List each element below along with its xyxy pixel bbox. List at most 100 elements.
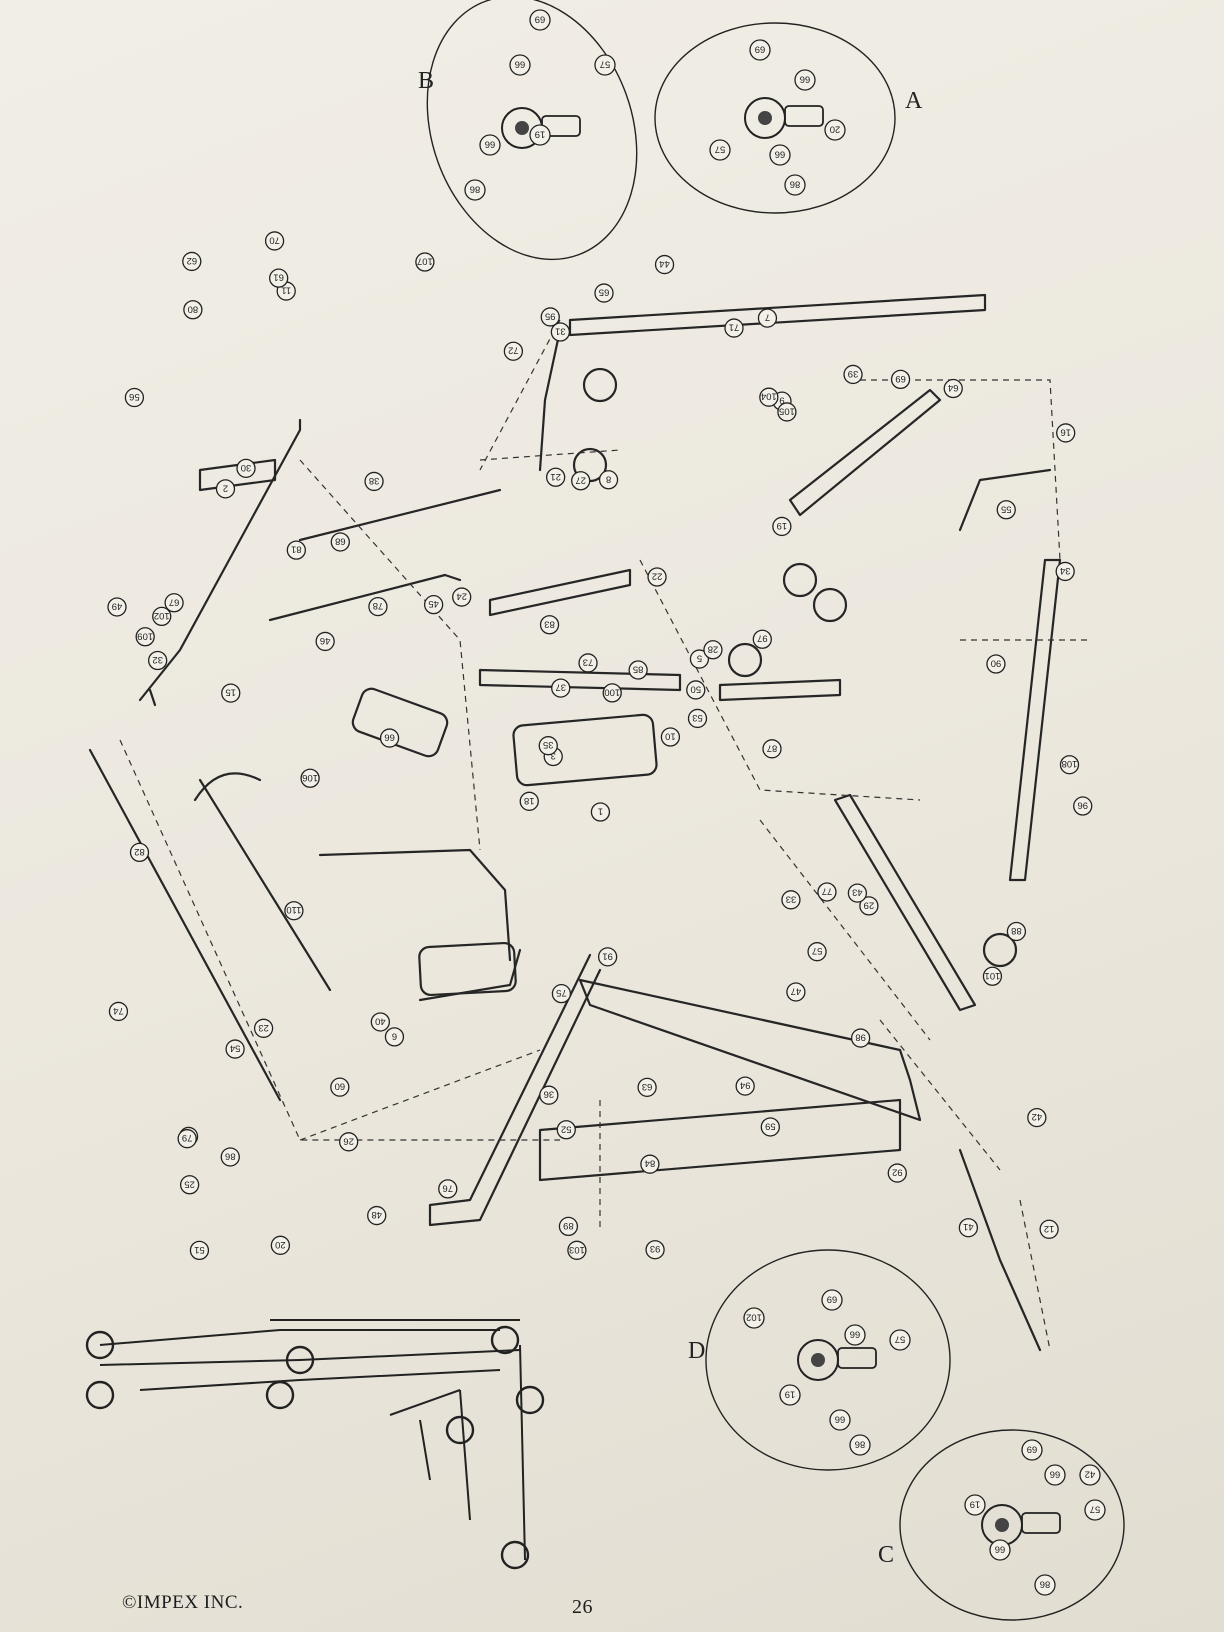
part-callout: 41	[958, 1218, 979, 1238]
part-callout: 107	[415, 252, 435, 272]
callout-circle	[415, 252, 435, 272]
part-callout: 84	[640, 1154, 660, 1174]
part-callout: 88	[1006, 921, 1027, 942]
callout-number: 45	[428, 598, 439, 609]
callout-circle	[1034, 1574, 1056, 1596]
callout-circle	[164, 593, 184, 613]
callout-circle	[628, 660, 648, 680]
callout-number: 98	[855, 1032, 866, 1043]
part-callout: 87	[762, 739, 782, 759]
part-callout: 47	[786, 982, 806, 1002]
callout-circle	[452, 587, 472, 607]
callout-number: 57	[600, 59, 611, 70]
part-callout: 21	[546, 467, 566, 487]
part-callout: 109	[135, 627, 155, 647]
callout-number: 69	[827, 1294, 838, 1305]
pulley-bracket	[837, 1347, 877, 1369]
callout-circle	[221, 683, 241, 703]
callout-circle	[996, 500, 1016, 520]
callout-number: 66	[835, 1414, 846, 1425]
pulley-wheel	[582, 367, 618, 403]
callout-circle	[724, 318, 744, 338]
callout-circle	[464, 179, 486, 201]
frame-tube	[268, 573, 462, 622]
part-callout: 12	[1039, 1219, 1059, 1239]
callout-circle	[686, 680, 706, 700]
callout-number: 3	[551, 750, 556, 761]
callout-circle	[781, 890, 801, 910]
callout-number: 87	[767, 742, 778, 753]
callout-circle	[786, 982, 806, 1002]
callout-circle	[777, 402, 797, 422]
callout-circle	[479, 134, 501, 156]
part-callout: 85	[628, 660, 648, 680]
part-callout: 71	[724, 318, 744, 338]
callout-number: 25	[184, 1178, 195, 1189]
callout-circle	[769, 144, 791, 166]
guide-line	[299, 1049, 541, 1141]
callout-circle	[550, 322, 571, 342]
callout-number: 100	[604, 686, 620, 697]
frame-tube	[488, 568, 632, 617]
callout-number: 92	[892, 1167, 903, 1178]
callout-number: 23	[258, 1022, 269, 1033]
part-callout: 101	[982, 966, 1003, 986]
callout-circle	[558, 1216, 579, 1237]
part-callout: 80	[183, 300, 203, 320]
callout-number: 7	[765, 312, 770, 323]
frame-tube	[428, 953, 602, 1227]
callout-number: 57	[895, 1334, 906, 1345]
callout-number: 106	[302, 772, 318, 783]
callout-number: 37	[555, 682, 566, 693]
detail-callout-a: 20	[824, 119, 846, 141]
callout-circle	[1056, 423, 1076, 443]
part-callout: 108	[1059, 755, 1080, 775]
callout-circle	[889, 1329, 911, 1351]
callout-circle	[571, 471, 591, 491]
callout-circle	[540, 307, 560, 327]
callout-number: 66	[485, 139, 496, 150]
callout-number: 86	[225, 1150, 236, 1161]
detail-callout-b: 66	[479, 134, 501, 156]
callout-circle	[152, 606, 172, 627]
callout-number: 1	[598, 806, 603, 817]
callout-circle	[368, 596, 388, 617]
callout-number: 60	[335, 1081, 346, 1092]
callout-circle	[370, 1012, 391, 1032]
callout-circle	[529, 124, 551, 146]
callout-number: 38	[369, 475, 380, 486]
callout-circle	[598, 470, 619, 490]
callout-number: 86	[855, 1439, 866, 1450]
part-callout: 18	[519, 791, 539, 811]
callout-number: 34	[1060, 565, 1071, 576]
detail-callout-c: 19	[964, 1494, 986, 1516]
callout-number: 75	[556, 987, 567, 998]
callout-circle	[772, 516, 792, 537]
callout-number: 32	[152, 654, 163, 665]
detail-callout-d: 57	[889, 1329, 911, 1351]
callout-circle	[890, 369, 911, 390]
guide-line	[759, 819, 931, 1041]
detail-callout-b: 19	[529, 124, 551, 146]
callout-circle	[539, 1085, 559, 1105]
part-callout: 54	[225, 1039, 245, 1059]
callout-circle	[844, 1324, 866, 1346]
part-callout: 28	[703, 640, 723, 660]
callout-number: 73	[583, 656, 594, 667]
detail-callout-a: 57	[709, 139, 731, 161]
callout-circle	[982, 966, 1003, 986]
part-callout: 50	[686, 680, 706, 700]
callout-circle	[687, 708, 708, 729]
callout-number: 108	[1062, 758, 1078, 769]
callout-circle	[567, 1240, 587, 1260]
callout-circle	[660, 727, 681, 747]
callout-circle	[183, 300, 203, 320]
cable-pulley	[445, 1415, 475, 1445]
part-callout: 66	[379, 728, 400, 748]
callout-circle	[654, 254, 675, 275]
callout-number: 107	[417, 256, 433, 267]
callout-circle	[958, 1218, 979, 1238]
pulley-wheel	[727, 642, 763, 678]
callout-circle	[253, 1018, 274, 1038]
